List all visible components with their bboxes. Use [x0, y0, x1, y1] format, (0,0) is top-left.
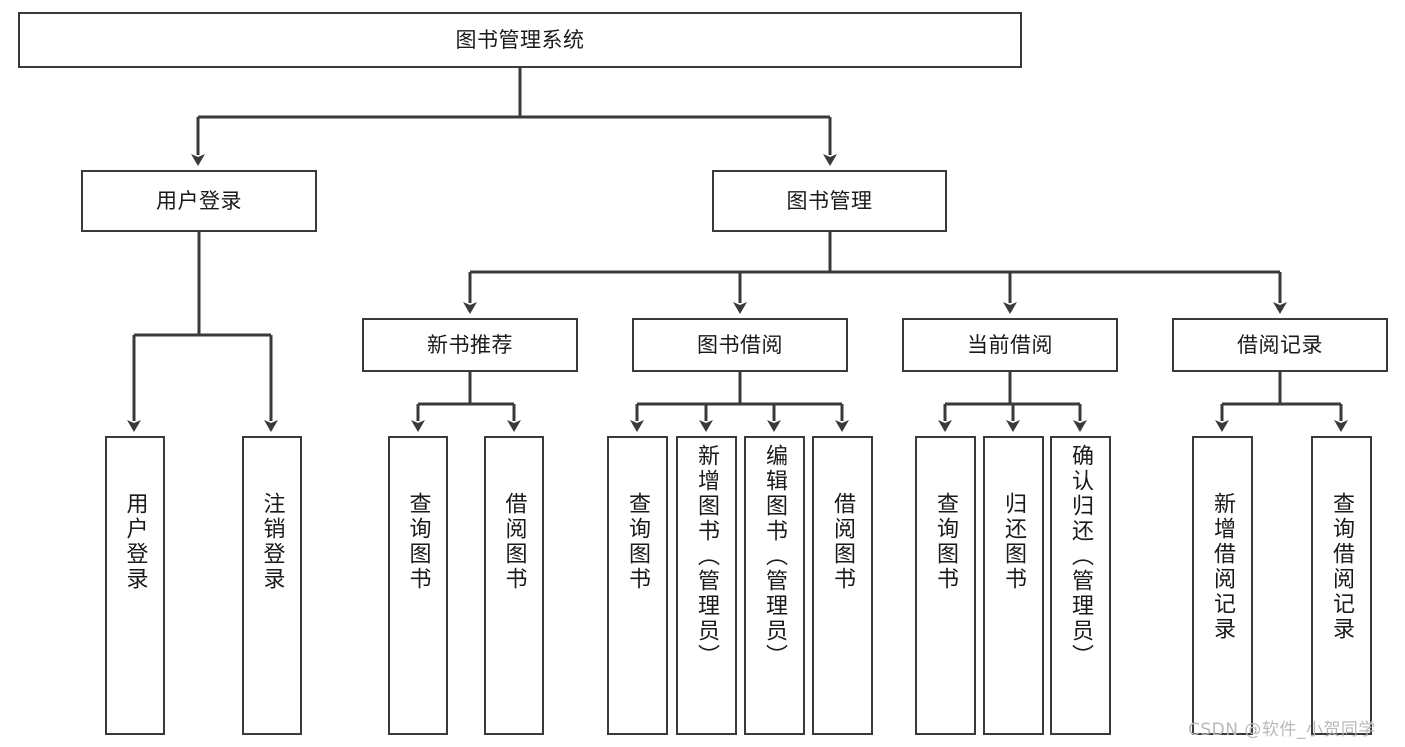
node-book-management-label: 图书管理: [786, 188, 873, 213]
leaf-user-login-label: 用户登录: [122, 492, 148, 592]
csdn-watermark: CSDN @软件_小贺同学: [1188, 720, 1376, 740]
node-new-book-recommendation[interactable]: 新书推荐: [362, 318, 578, 372]
leaf-borrow-books-rec-label: 借阅图书: [501, 492, 527, 592]
leaf-query-borrow-record[interactable]: 查询借阅记录: [1311, 436, 1372, 735]
node-root[interactable]: 图书管理系统: [18, 12, 1022, 68]
leaf-add-book-admin-label: 新增图书（管理员）: [694, 444, 720, 669]
leaf-edit-book-admin[interactable]: 编辑图书（管理员）: [744, 436, 805, 735]
leaf-logout-label: 注销登录: [259, 492, 285, 592]
leaf-confirm-return-admin-label: 确认归还（管理员）: [1068, 444, 1094, 669]
leaf-query-borrow-record-label: 查询借阅记录: [1329, 492, 1355, 642]
node-user-login[interactable]: 用户登录: [81, 170, 317, 232]
node-root-label: 图书管理系统: [455, 27, 585, 52]
node-book-borrowing-label: 图书借阅: [697, 332, 783, 357]
node-book-borrowing[interactable]: 图书借阅: [632, 318, 848, 372]
leaf-query-books-rec-label: 查询图书: [405, 492, 431, 592]
leaf-edit-book-admin-label: 编辑图书（管理员）: [762, 444, 788, 669]
node-current-borrowing-label: 当前借阅: [967, 332, 1053, 357]
leaf-query-books-rec[interactable]: 查询图书: [388, 436, 448, 735]
leaf-borrow-books-label: 借阅图书: [830, 492, 856, 592]
leaf-borrow-books-rec[interactable]: 借阅图书: [484, 436, 544, 735]
leaf-return-books[interactable]: 归还图书: [983, 436, 1044, 735]
leaf-query-books-borrow-label: 查询图书: [625, 492, 651, 592]
node-book-management[interactable]: 图书管理: [712, 170, 947, 232]
leaf-query-books-borrow[interactable]: 查询图书: [607, 436, 668, 735]
node-borrow-records-label: 借阅记录: [1237, 332, 1323, 357]
node-new-book-recommendation-label: 新书推荐: [427, 332, 513, 357]
node-current-borrowing[interactable]: 当前借阅: [902, 318, 1118, 372]
leaf-query-books-current-label: 查询图书: [933, 492, 959, 592]
leaf-confirm-return-admin[interactable]: 确认归还（管理员）: [1050, 436, 1111, 735]
leaf-add-borrow-record-label: 新增借阅记录: [1210, 492, 1236, 642]
leaf-query-books-current[interactable]: 查询图书: [915, 436, 976, 735]
leaf-return-books-label: 归还图书: [1001, 492, 1027, 592]
leaf-add-borrow-record[interactable]: 新增借阅记录: [1192, 436, 1253, 735]
leaf-add-book-admin[interactable]: 新增图书（管理员）: [676, 436, 737, 735]
leaf-user-login[interactable]: 用户登录: [105, 436, 165, 735]
node-user-login-label: 用户登录: [156, 188, 242, 213]
leaf-logout[interactable]: 注销登录: [242, 436, 302, 735]
leaf-borrow-books[interactable]: 借阅图书: [812, 436, 873, 735]
node-borrow-records[interactable]: 借阅记录: [1172, 318, 1388, 372]
